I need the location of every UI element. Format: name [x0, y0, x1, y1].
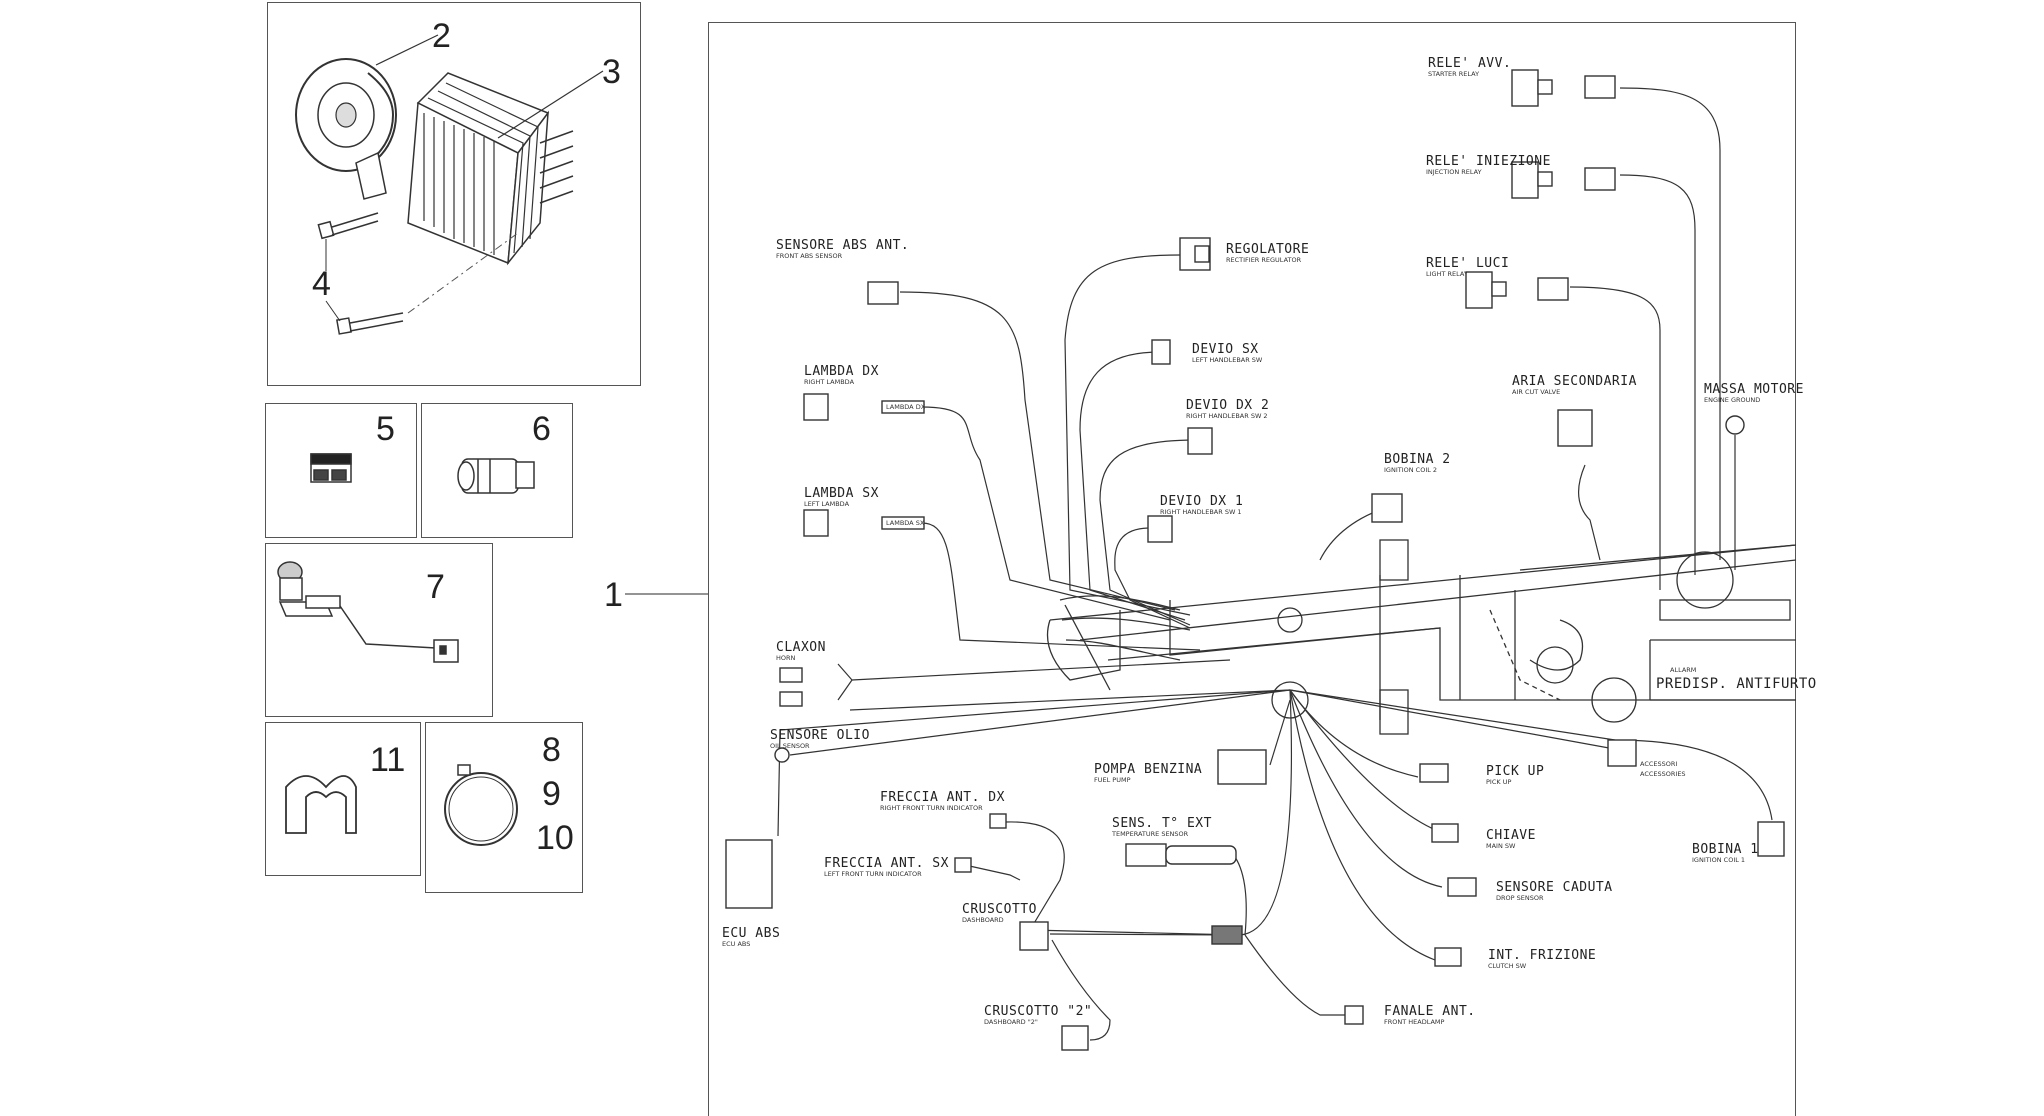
part-number-4: 4 — [312, 265, 331, 303]
label-regolatore: REGOLATORE — [1226, 242, 1310, 257]
part-number-11: 11 — [370, 741, 406, 779]
part-number-7: 7 — [426, 568, 445, 606]
label-rele-iniezione: RELE' INIEZIONE — [1426, 154, 1551, 169]
label-sensore-olio-sub: OIL SENSOR — [770, 742, 810, 750]
label-claxon: CLAXON — [776, 640, 826, 655]
label-freccia-sx: FRECCIA ANT. SX — [824, 856, 949, 871]
label-sensore-abs: SENSORE ABS ANT. — [776, 238, 910, 253]
label-devio-sx-sub: LEFT HANDLEBAR SW — [1192, 356, 1263, 364]
label-rele-luci: RELE' LUCI — [1426, 256, 1510, 271]
label-rele-avv: RELE' AVV. — [1428, 56, 1512, 71]
label-predisp-sub: ALLARM — [1670, 666, 1697, 674]
connector-6-illustration — [457, 458, 535, 494]
label-freccia-dx: FRECCIA ANT. DX — [880, 790, 1005, 805]
sensor-7-illustration — [277, 561, 459, 663]
label-sensore-caduta-sub: DROP SENSOR — [1496, 894, 1544, 902]
label-devio-dx2-sub: RIGHT HANDLEBAR SW 2 — [1186, 412, 1268, 420]
label-massa-motore-sub: ENGINE GROUND — [1704, 396, 1761, 404]
label-cruscotto: CRUSCOTTO — [962, 902, 1037, 917]
label-sensore-abs-sub: FRONT ABS SENSOR — [776, 252, 843, 260]
label-rele-iniezione-sub: INJECTION RELAY — [1426, 168, 1482, 176]
label-devio-dx1-sub: RIGHT HANDLEBAR SW 1 — [1160, 508, 1242, 516]
label-regolatore-sub: RECTIFIER REGULATOR — [1226, 256, 1302, 264]
part-number-3: 3 — [602, 53, 621, 91]
parts-panel-clip-11: 11 — [265, 722, 421, 876]
parts-panel-clamp-8-10: 8 9 10 — [425, 722, 583, 893]
label-int-frizione: INT. FRIZIONE — [1488, 948, 1597, 963]
label-accessori: ACCESSORI — [1640, 760, 1678, 768]
part-number-10: 10 — [536, 819, 574, 857]
label-massa-motore: MASSA MOTORE — [1704, 382, 1804, 397]
label-lambda-dx-sub: RIGHT LAMBDA — [804, 378, 855, 386]
label-chiave-sub: MAIN SW — [1486, 842, 1516, 850]
wiring-diagram-frame — [708, 22, 1796, 1116]
parts-panel-connector-5: 5 — [265, 403, 417, 538]
horn-regulator-illustration — [295, 34, 604, 335]
label-int-frizione-sub: CLUTCH SW — [1488, 962, 1527, 970]
parts-panel-connector-6: 6 — [421, 403, 573, 538]
label-aria-secondaria-sub: AIR CUT VALVE — [1512, 388, 1561, 396]
label-pompa-benzina-sub: FUEL PUMP — [1094, 776, 1131, 784]
label-accessori-sub: ACCESSORIES — [1640, 770, 1686, 778]
label-rele-avv-sub: STARTER RELAY — [1428, 70, 1480, 78]
part-number-8: 8 — [542, 731, 561, 769]
label-sensore-caduta: SENSORE CADUTA — [1496, 880, 1613, 895]
label-freccia-dx-sub: RIGHT FRONT TURN INDICATOR — [880, 804, 983, 812]
label-bobina2: BOBINA 2 — [1384, 452, 1451, 467]
label-devio-dx2: DEVIO DX 2 — [1186, 398, 1270, 413]
label-bobina1-sub: IGNITION COIL 1 — [1692, 856, 1746, 864]
part-number-1: 1 — [604, 576, 623, 614]
label-devio-sx: DEVIO SX — [1192, 342, 1259, 357]
label-devio-dx1: DEVIO DX 1 — [1160, 494, 1244, 509]
label-ecu-abs: ECU ABS — [722, 926, 781, 941]
label-claxon-sub: HORN — [776, 654, 796, 662]
label-pompa-benzina: POMPA BENZINA — [1094, 762, 1203, 777]
part-number-5: 5 — [376, 410, 395, 448]
label-sens-temp-sub: TEMPERATURE SENSOR — [1112, 830, 1189, 838]
label-lambda-dx: LAMBDA DX — [804, 364, 879, 379]
label-bobina2-sub: IGNITION COIL 2 — [1384, 466, 1438, 474]
parts-panel-sensor-7: 7 — [265, 543, 493, 717]
label-sensore-olio: SENSORE OLIO — [770, 728, 870, 743]
label-cruscotto-2: CRUSCOTTO "2" — [984, 1004, 1093, 1019]
label-ecu-abs-sub: ECU ABS — [722, 940, 751, 948]
parts-panel-horn-regulator: 2 3 4 — [267, 2, 641, 386]
label-sens-temp: SENS. T° EXT — [1112, 816, 1212, 831]
label-predisp-antifurto: PREDISP. ANTIFURTO — [1656, 676, 1817, 692]
part-number-2: 2 — [432, 17, 451, 55]
label-fanale-ant: FANALE ANT. — [1384, 1004, 1476, 1019]
label-fanale-ant-sub: FRONT HEADLAMP — [1384, 1018, 1445, 1026]
tag-lambda-sx: LAMBDA SX — [886, 519, 925, 527]
label-cruscotto-2-sub: DASHBOARD "2" — [984, 1018, 1038, 1026]
label-lambda-sx-sub: LEFT LAMBDA — [804, 500, 850, 508]
label-pick-up: PICK UP — [1486, 764, 1545, 779]
label-cruscotto-sub: DASHBOARD — [962, 916, 1004, 924]
label-rele-luci-sub: LIGHT RELAY — [1426, 270, 1468, 278]
label-pick-up-sub: PICK UP — [1486, 778, 1512, 786]
part-number-9: 9 — [542, 775, 561, 813]
label-lambda-sx: LAMBDA SX — [804, 486, 879, 501]
clip-11-illustration — [285, 775, 357, 834]
label-chiave: CHIAVE — [1486, 828, 1536, 843]
label-aria-secondaria: ARIA SECONDARIA — [1512, 374, 1637, 389]
label-freccia-sx-sub: LEFT FRONT TURN INDICATOR — [824, 870, 922, 878]
tag-lambda-dx: LAMBDA DX — [886, 403, 926, 411]
clamp-illustration — [444, 764, 518, 846]
part-number-6: 6 — [532, 410, 551, 448]
label-bobina1: BOBINA 1 — [1692, 842, 1759, 857]
connector-5-illustration — [310, 453, 352, 483]
